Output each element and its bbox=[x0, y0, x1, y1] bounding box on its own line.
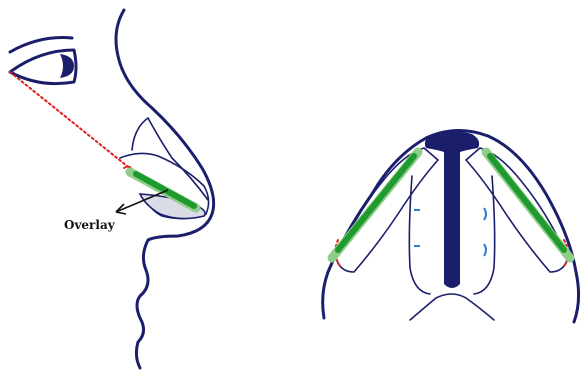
septum bbox=[425, 131, 479, 288]
left-graft bbox=[338, 156, 414, 250]
eye bbox=[10, 38, 76, 84]
lateral-profile-view: Overlay bbox=[10, 10, 214, 368]
basal-view bbox=[323, 130, 579, 322]
columella-base bbox=[410, 294, 494, 320]
left-crus-inner-outline bbox=[336, 148, 438, 272]
right-crus-inner-outline bbox=[466, 148, 568, 272]
pupil bbox=[60, 54, 74, 78]
eye-to-tip-dotted-line bbox=[10, 72, 132, 170]
right-graft bbox=[490, 156, 564, 250]
overlay-label: Overlay bbox=[64, 218, 116, 232]
